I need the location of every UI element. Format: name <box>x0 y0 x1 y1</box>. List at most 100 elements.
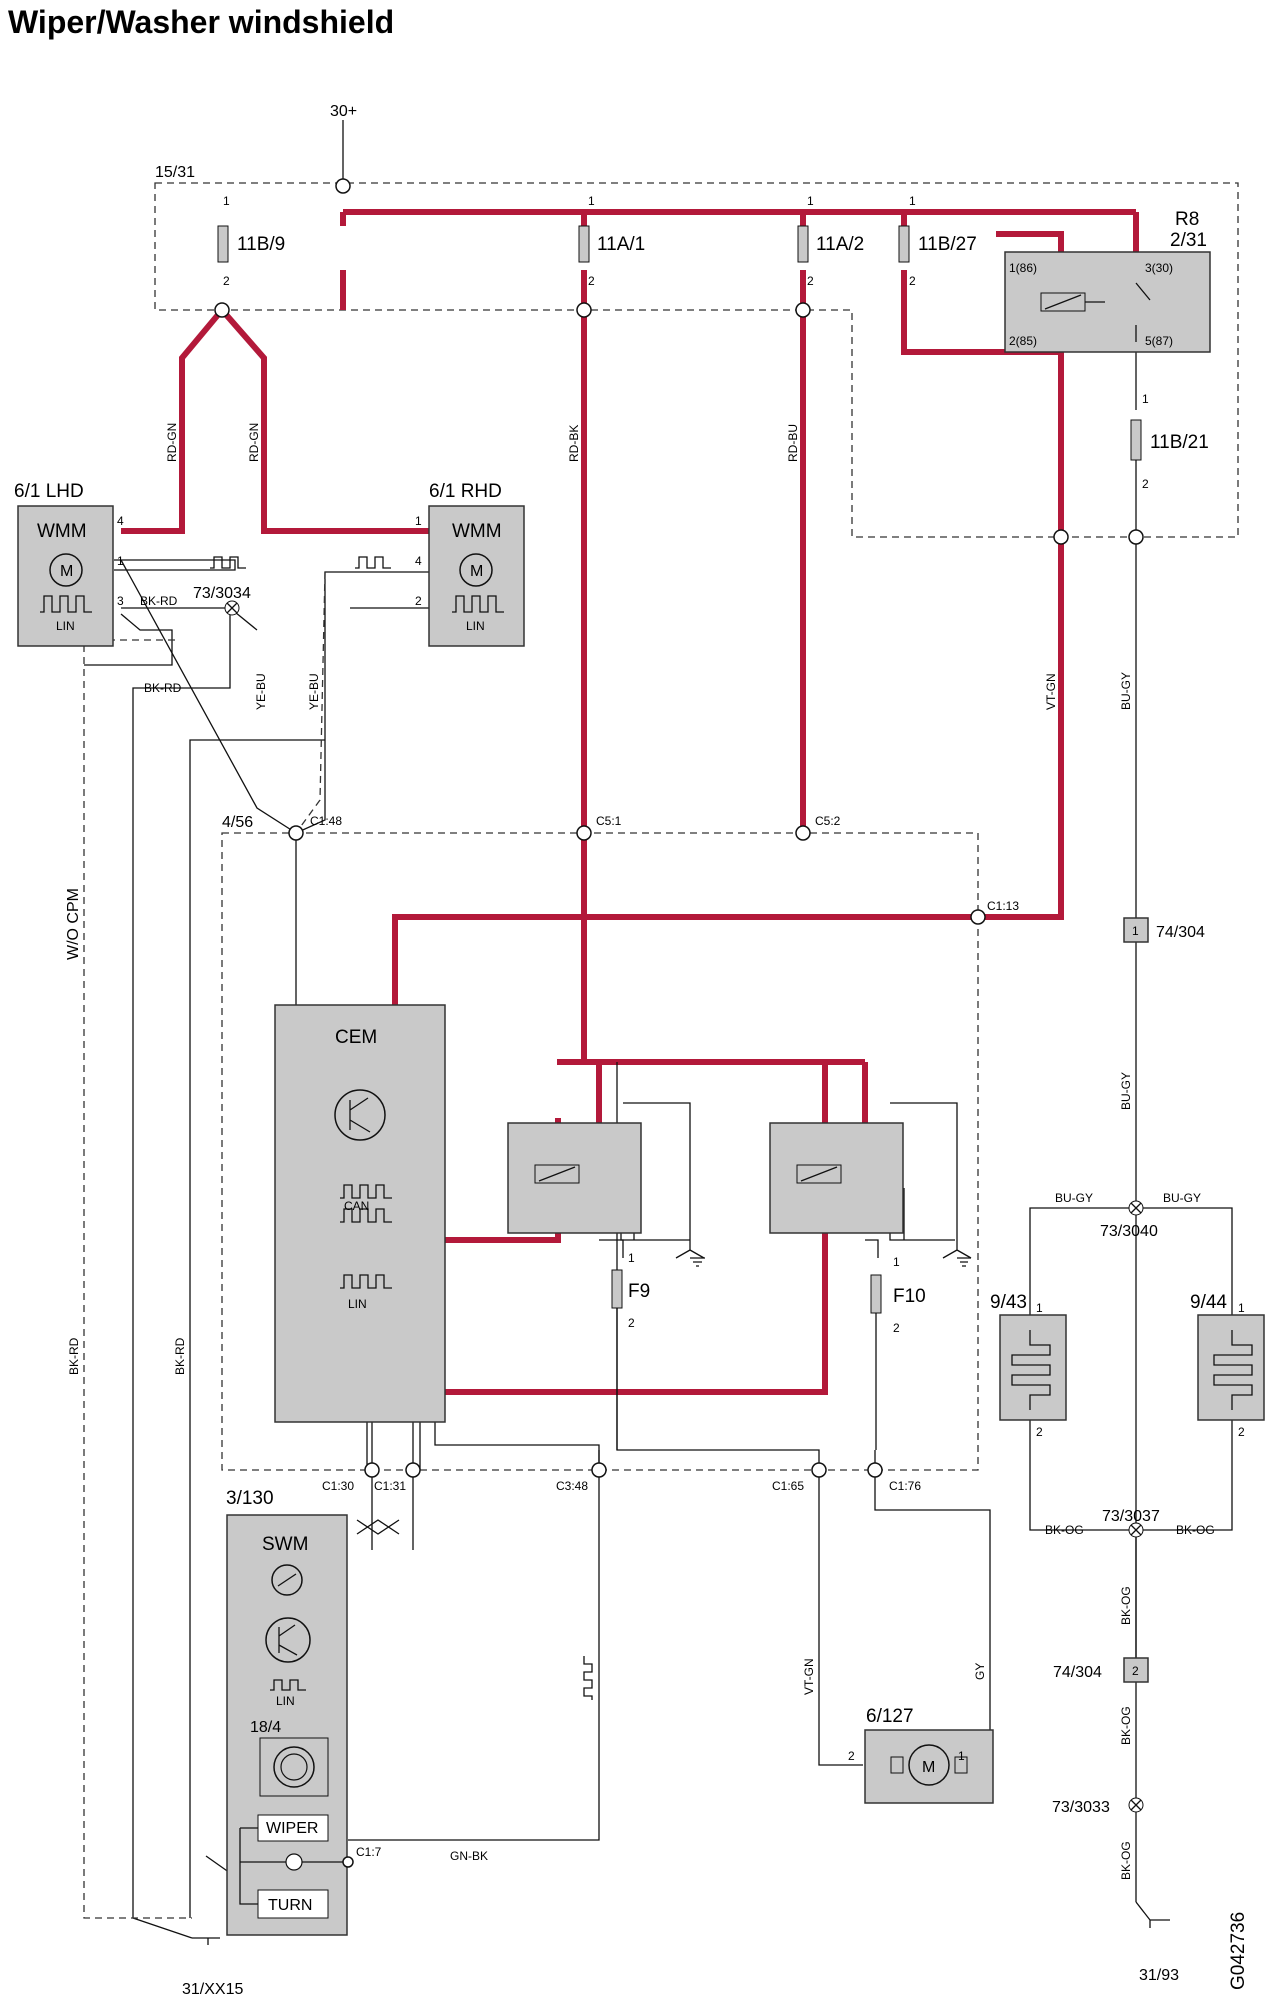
relay-internals <box>534 282 1151 1184</box>
wire-bk-og-right: BK-OG <box>1176 1523 1215 1537</box>
pin-2: 2 <box>1036 1425 1043 1439</box>
wire-bu-gy-right: BU-GY <box>1163 1191 1201 1205</box>
connector-74-304-b-pin: 2 <box>1132 1664 1139 1678</box>
swm-box <box>226 1514 348 1936</box>
wire-rd-bk: RD-BK <box>567 425 581 462</box>
relay-pin-2-label: 2(85) <box>1009 334 1037 348</box>
wire-bk-rd-label-mid: BK-RD <box>144 681 182 695</box>
wire-rd-gn-left: RD-GN <box>165 423 179 462</box>
pin-2: 2 <box>415 594 422 608</box>
relay-pin-5-label: 5(87) <box>1145 334 1173 348</box>
ground-31-93-label: 31/93 <box>1139 1967 1179 1984</box>
wire-gn-bk-label: GN-BK <box>450 1849 488 1863</box>
lin-signal-symbols <box>40 556 593 1700</box>
fusebox-outline <box>154 182 1239 538</box>
pin-4: 4 <box>117 514 124 528</box>
wire-vt-gn-pump: VT-GN <box>802 1658 816 1695</box>
pin-1: 1 <box>117 554 124 568</box>
connector-74-304-b <box>1123 1657 1149 1683</box>
cem-lin-label: LIN <box>348 1297 367 1311</box>
pin-2: 2 <box>628 1316 635 1330</box>
splice-73-3037-label: 73/3037 <box>1102 1508 1160 1525</box>
pin-1: 1 <box>958 1749 965 1763</box>
wmm-lhd-lin: LIN <box>56 619 75 633</box>
swm-name: SWM <box>262 1534 308 1555</box>
heater-coils <box>1011 1330 1253 1410</box>
cem-housing-outline <box>221 832 979 1471</box>
pin-1: 1 <box>893 1255 900 1269</box>
relay-r8 <box>1004 251 1211 353</box>
connector-c3-48-label: C3:48 <box>556 1479 588 1493</box>
wmm-lhd-ref-label: 6/1 LHD <box>14 481 84 502</box>
wo-cpm-ground-route <box>83 639 192 1919</box>
connector-c5-1-label: C5:1 <box>596 814 622 828</box>
pin-2: 2 <box>909 274 916 288</box>
wire-bk-og-lower: BK-OG <box>1119 1841 1133 1880</box>
diagram-title: Wiper/Washer windshield <box>8 4 395 40</box>
cem-relay-left <box>507 1122 642 1234</box>
swm-ref-label: 3/130 <box>226 1488 274 1509</box>
connector-74-304-a <box>1123 917 1149 943</box>
pin-2: 2 <box>1238 1425 1245 1439</box>
cem-ref-label: 4/56 <box>222 814 253 831</box>
ground-31-xx15-label: 31/XX15 <box>182 1981 243 1998</box>
wire-bk-og-upper: BK-OG <box>1119 1586 1133 1625</box>
fuse-11b9-label: 11B/9 <box>237 234 285 255</box>
connector-c1-65-label: C1:65 <box>772 1479 804 1493</box>
wire-bk-rd-right-lower: BK-RD <box>173 1337 187 1375</box>
pin-1: 1 <box>909 194 916 208</box>
supply-feed-label: 30+ <box>330 103 357 120</box>
pin-numbers: 1 1 1 1 2 2 2 2 1 2 4 1 3 1 4 2 1 2 1 2 … <box>117 194 1245 1763</box>
turn-label: TURN <box>268 1897 312 1914</box>
washer-pump-ref-label: 6/127 <box>866 1706 914 1727</box>
pin-2: 2 <box>893 1321 900 1335</box>
wire-bk-og-left: BK-OG <box>1045 1523 1084 1537</box>
connector-74-304-a-pin: 1 <box>1132 924 1139 938</box>
pin-1: 1 <box>415 514 422 528</box>
splice-73-3034-label: 73/3034 <box>193 585 251 602</box>
pin-3: 3 <box>117 594 124 608</box>
pin-2: 2 <box>588 274 595 288</box>
fuse-f10-label: F10 <box>893 1286 926 1307</box>
pin-1: 1 <box>628 1251 635 1265</box>
pin-2: 2 <box>848 1749 855 1763</box>
relay-label: R8 <box>1175 209 1199 230</box>
pin-1: 1 <box>223 194 230 208</box>
pin-1: 1 <box>1238 1301 1245 1315</box>
relay-sub-label: 2/31 <box>1170 230 1207 251</box>
pin-2: 2 <box>1142 477 1149 491</box>
wire-bk-rd-left-lower: BK-RD <box>67 1337 81 1375</box>
washer-pump-motor-m: M <box>922 1759 935 1776</box>
connector-c1-48-label: C1:48 <box>310 814 342 828</box>
fusebox-ref-label: 15/31 <box>155 164 195 181</box>
heater-9-44-box <box>1197 1314 1265 1421</box>
wmm-lhd-motor-m: M <box>60 563 73 580</box>
pin-1: 1 <box>1142 392 1149 406</box>
wmm-rhd-name: WMM <box>452 521 502 542</box>
pin-2: 2 <box>223 274 230 288</box>
switch-18-4 <box>239 1737 348 1919</box>
switch-ref-label: 18/4 <box>250 1719 281 1736</box>
splice-points <box>224 600 1144 1813</box>
pin-1: 1 <box>807 194 814 208</box>
connector-c1-13-label: C1:13 <box>987 899 1019 913</box>
splice-73-3033-label: 73/3033 <box>1052 1799 1110 1816</box>
wmm-rhd-motor-m: M <box>470 563 483 580</box>
wmm-rhd-lin: LIN <box>466 619 485 633</box>
wire-bk-rd-label-top: BK-RD <box>140 594 178 608</box>
fuse-f9-label: F9 <box>628 1281 650 1302</box>
wire-bu-gy-lower: BU-GY <box>1119 1072 1133 1110</box>
wmm-lhd-name: WMM <box>37 521 87 542</box>
heater-9-43-label: 9/43 <box>990 1292 1027 1313</box>
fuse-11a2-label: 11A/2 <box>816 234 864 255</box>
pin-2: 2 <box>807 274 814 288</box>
cem-relay-right <box>769 1122 904 1234</box>
cem-can-label: CAN <box>344 1199 369 1213</box>
fuse-11b27-label: 11B/27 <box>918 234 977 255</box>
fuse-11a1-label: 11A/1 <box>597 234 645 255</box>
pin-1: 1 <box>1036 1301 1043 1315</box>
wiper-label: WIPER <box>266 1820 318 1837</box>
connector-c1-76-label: C1:76 <box>889 1479 921 1493</box>
dashed-ye-bu-route <box>295 571 326 834</box>
